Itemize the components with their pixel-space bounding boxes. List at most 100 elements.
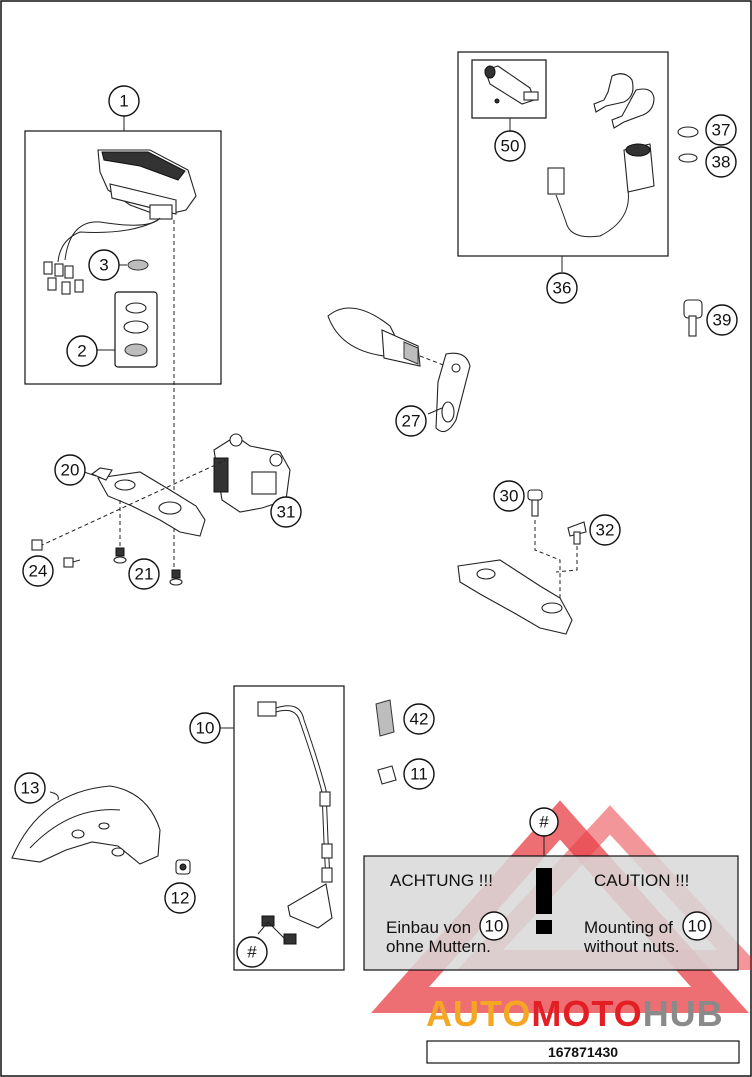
holder-part-31 [213,433,291,513]
svg-text:30: 30 [500,487,519,506]
callout-31: 31 [270,496,302,528]
svg-text:31: 31 [277,503,296,522]
key-blank-39 [683,299,703,337]
svg-text:37: 37 [712,121,731,140]
svg-text:24: 24 [29,562,48,581]
brake-disc-part [11,785,161,865]
nut-part-12 [175,859,191,875]
warning-exclamation-icon [536,868,552,934]
part-2-washer [125,302,147,314]
speed-sensor-part [257,701,333,945]
svg-text:13: 13 [21,779,40,798]
svg-text:27: 27 [402,412,421,431]
callout-24: 24 [22,555,54,587]
callout-42: 42 [403,703,435,735]
screw-part-32 [567,521,587,545]
callout-21: 21 [128,558,160,590]
watermark-part2: MOTO [531,993,642,1034]
part-2-rubber [124,343,148,357]
callout-hash-2: # [236,936,268,968]
callout-30: 30 [493,480,525,512]
clip-part-42 [375,699,395,737]
dashboard-group-box [24,130,222,385]
svg-text:3: 3 [99,256,108,275]
svg-text:50: 50 [501,137,520,156]
warning-line2-en: without nuts. [583,937,679,956]
clip-part-11 [377,765,397,785]
ring-part-37 [677,126,699,138]
svg-text:12: 12 [171,889,190,908]
indicator-part-27 [327,307,471,433]
dashboard-part [43,149,197,295]
screw-part-21 [113,500,183,586]
svg-text:10: 10 [196,719,215,738]
svg-text:11: 11 [410,765,428,784]
part-2-oring [123,320,149,334]
callout-20: 20 [54,454,86,486]
callout-12: 12 [164,882,196,914]
svg-text:#: # [539,813,549,832]
part-50-box [471,59,547,119]
callout-2: 2 [66,335,98,367]
svg-text:10: 10 [485,917,504,936]
lock-cylinder-50 [484,65,539,105]
callout-10-de: 10 [479,911,509,941]
svg-text:10: 10 [688,917,707,936]
callout-hash-1: # [529,807,559,837]
callout-50: 50 [494,130,526,162]
callout-37: 37 [705,114,737,146]
svg-text:20: 20 [61,461,80,480]
callout-10-en: 10 [682,911,712,941]
warning-title-de: ACHTUNG !!! [390,871,493,890]
dash-30 [534,520,561,600]
warning-line2-de: ohne Muttern. [386,937,491,956]
svg-text:36: 36 [553,279,572,298]
callout-39: 39 [706,304,738,336]
callout-32: 32 [589,514,621,546]
circlip-part-13 [49,791,59,801]
ignition-group-box [457,51,669,257]
keys-part [593,73,655,129]
ring-part-38 [678,153,698,163]
svg-text:42: 42 [410,710,429,729]
svg-text:38: 38 [712,153,731,172]
dash-32 [555,546,578,573]
callout-1: 1 [108,85,140,117]
watermark-part1: AUTO [426,993,531,1034]
svg-text:32: 32 [596,521,615,540]
part-2-box [114,291,158,368]
bolt-part-24 [31,539,81,568]
leader-20 [83,471,97,477]
part-3-grommet [127,259,149,271]
screw-part-30 [527,489,543,517]
svg-text:1: 1 [119,92,128,111]
svg-text:39: 39 [713,311,732,330]
callout-3: 3 [88,249,120,281]
callout-10: 10 [189,712,221,744]
drawing-number: 167871430 [548,1044,618,1060]
callout-36: 36 [546,272,578,304]
svg-text:#: # [247,943,257,962]
callout-38: 38 [705,146,737,178]
bracket-part-20 [90,467,206,537]
svg-text:21: 21 [135,565,154,584]
drawing-number-box [426,1040,740,1064]
callout-11: 11 [403,758,435,790]
warning-line1-de: Einbau von [386,918,471,937]
watermark-part3: HUB [643,993,724,1034]
sensor-cable-box [233,685,345,971]
callout-27: 27 [395,405,427,437]
warning-title-en: CAUTION !!! [594,871,689,890]
warning-line1-en: Mounting of [584,918,673,937]
callout-13: 13 [14,772,46,804]
bracket-right [457,559,573,635]
dash-bolt-line [39,459,227,547]
leader-27 [427,407,443,415]
watermark-text: AUTOMOTOHUB [426,993,724,1034]
svg-text:2: 2 [77,342,86,361]
ignition-switch-part [547,143,655,238]
leader-hash-2 [257,921,287,941]
